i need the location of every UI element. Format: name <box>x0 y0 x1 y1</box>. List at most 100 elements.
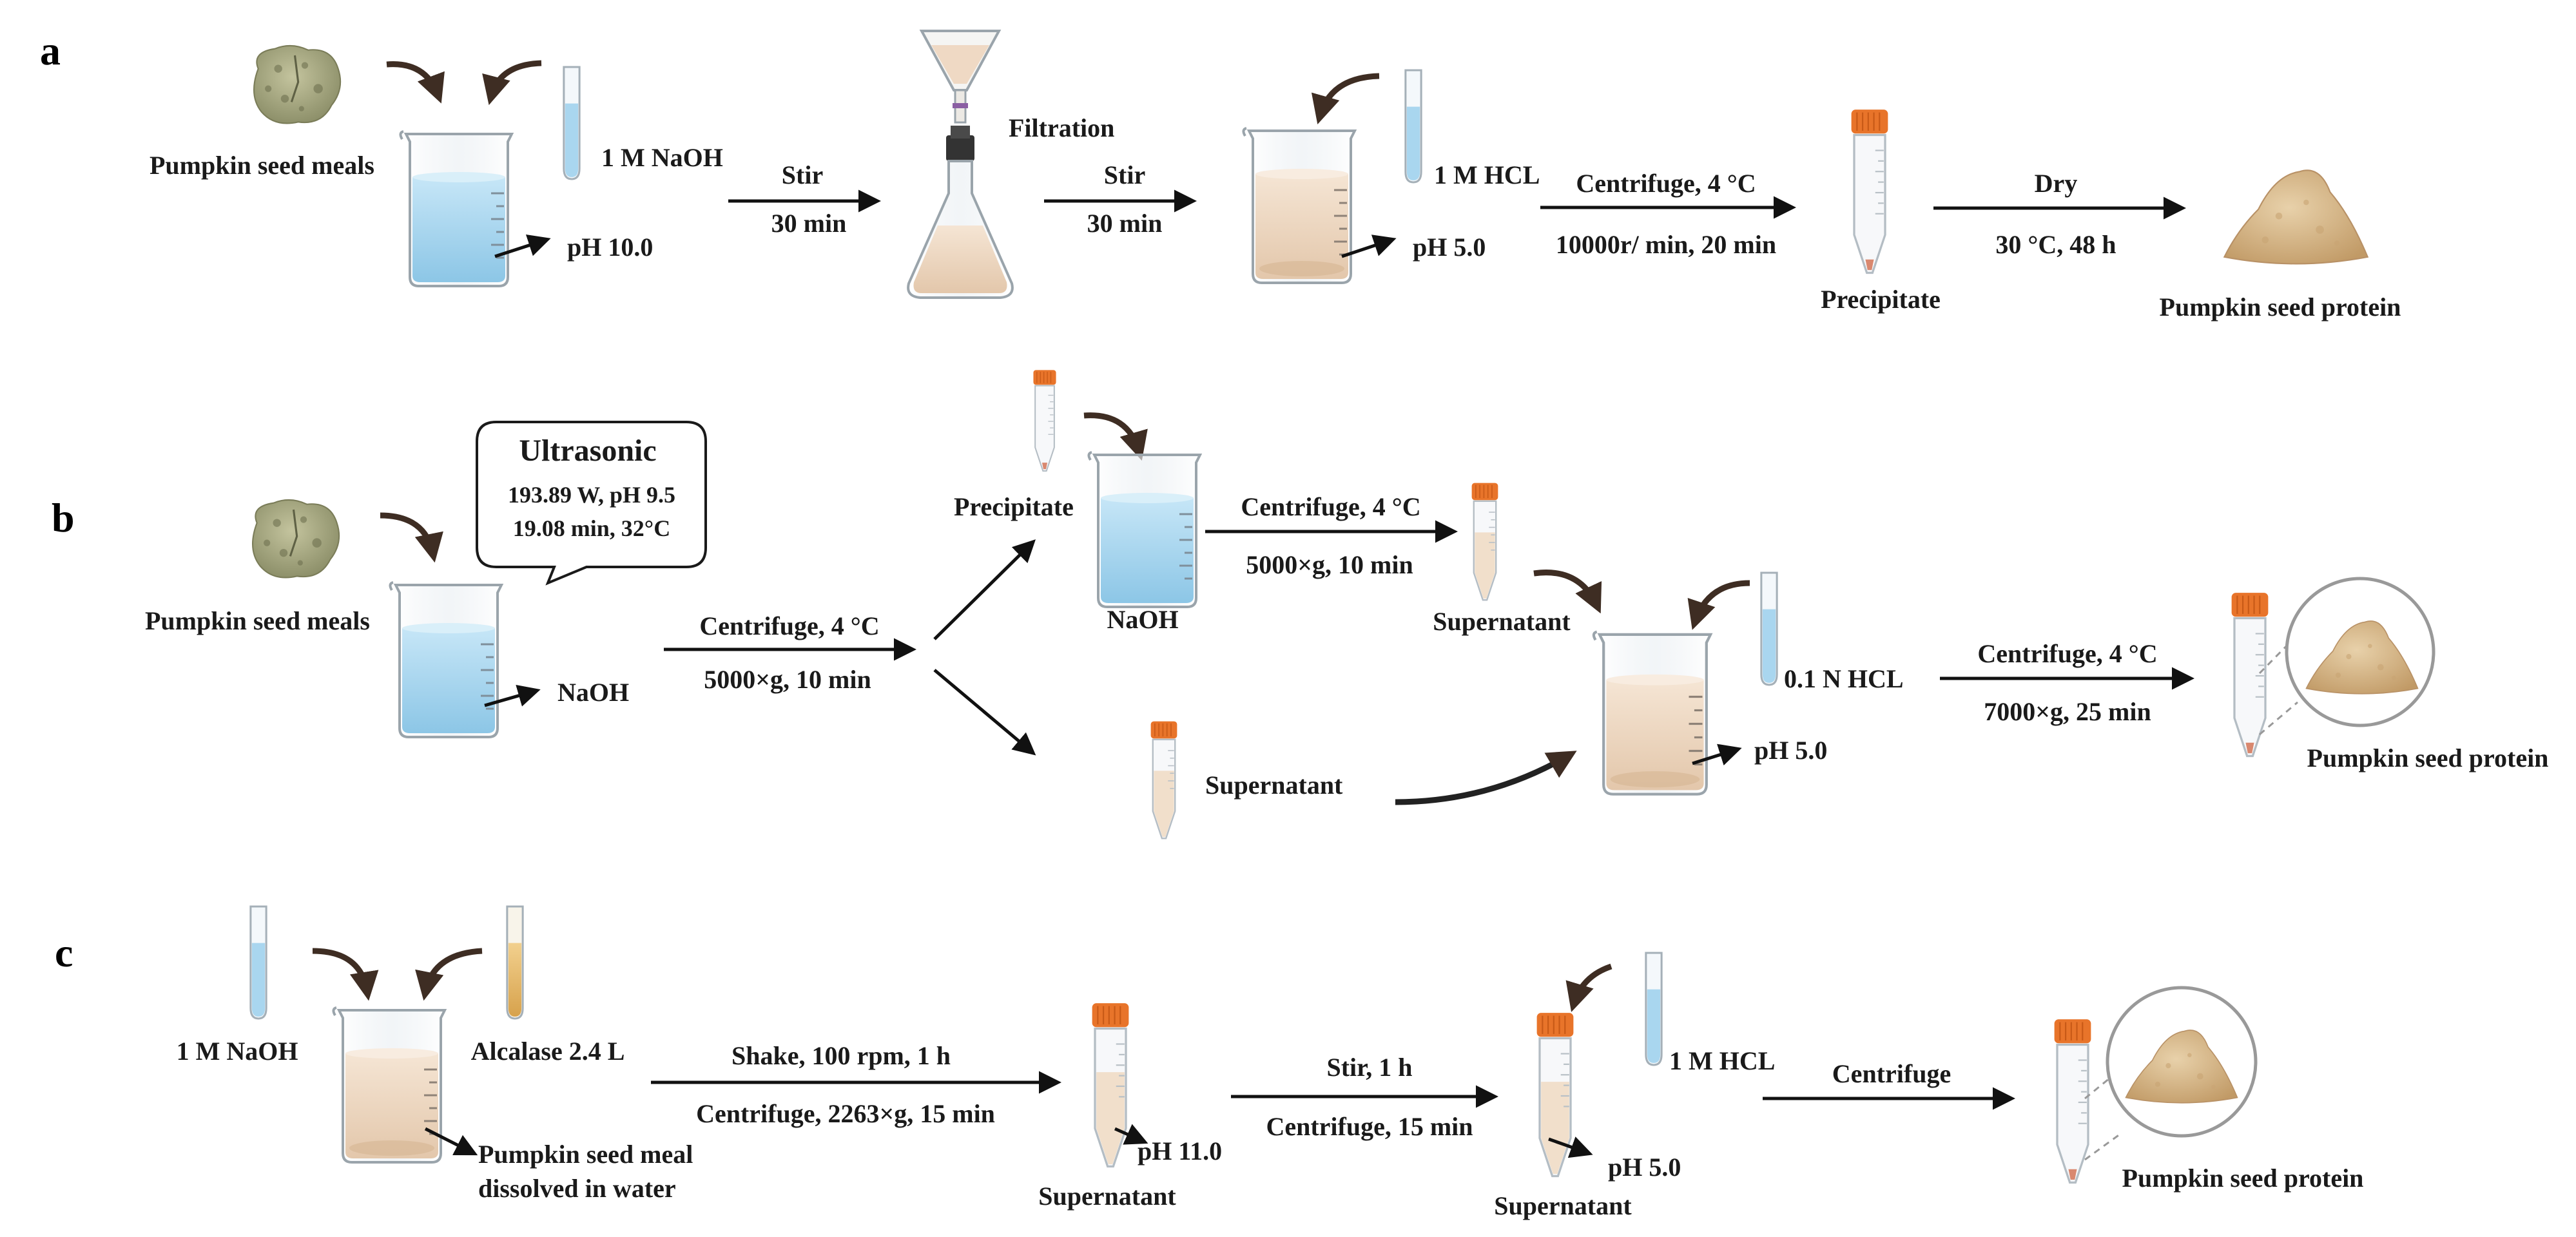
fraction-label: Supernatant <box>1038 1182 1176 1211</box>
step-condition: 7000×g, 25 min <box>1984 697 2151 726</box>
step-condition: 30 °C, 48 h <box>1995 230 2116 259</box>
step-label: Centrifuge <box>1832 1059 1951 1088</box>
curved-arrow-icon <box>1565 963 1612 1012</box>
filtration-flask-icon <box>907 30 1014 299</box>
test-tube-icon <box>506 905 524 1020</box>
panel-letter-a: a <box>40 28 61 73</box>
reagent-label: 0.1 N HCL <box>1784 664 1904 693</box>
curved-arrow-icon <box>1533 570 1602 614</box>
step-label: Stir <box>782 160 823 189</box>
sample-label: dissolved in water <box>478 1174 676 1203</box>
fraction-label: Supernatant <box>1205 771 1343 800</box>
pointer-arrow <box>1114 1124 1148 1145</box>
beaker-icon <box>333 1008 445 1162</box>
seed-meal-icon <box>251 499 340 579</box>
curved-arrow-icon <box>415 948 483 1001</box>
panel-b: b Pumpkin seed meals Ultrasonic 193.89 W… <box>52 369 2549 839</box>
curved-arrow-icon <box>1311 73 1380 124</box>
ph-label: pH 10.0 <box>567 233 653 262</box>
step-condition: 10000r/ min, 20 min <box>1556 230 1776 259</box>
test-tube-icon <box>249 905 267 1020</box>
curved-arrow-icon <box>312 948 379 1001</box>
step-label: Dry <box>2035 169 2078 198</box>
beaker-icon <box>1087 451 1201 608</box>
panel-c: c 1 M NaOH Alcalase 2.4 L Pumpkin seed m… <box>55 905 2364 1220</box>
zoom-guide <box>2258 633 2299 675</box>
beaker-icon <box>1243 128 1355 283</box>
pointer-arrow <box>1548 1136 1593 1158</box>
sample-label: Pumpkin seed meal <box>478 1140 693 1169</box>
branch-arrow <box>933 539 1036 640</box>
centrifuge-tube-icon <box>1150 720 1178 839</box>
step-label: Stir <box>1104 160 1145 189</box>
step-condition: 30 min <box>1087 209 1163 238</box>
test-tube-icon <box>1645 952 1663 1066</box>
fraction-label: Supernatant <box>1494 1191 1632 1220</box>
reagent-label: NaOH <box>557 678 629 707</box>
ultrasonic-callout: Ultrasonic 193.89 W, pH 9.5 19.08 min, 3… <box>476 421 707 586</box>
centrifuge-tube-icon <box>1032 369 1057 472</box>
seed-meal-icon <box>253 44 342 125</box>
curved-arrow-icon <box>482 60 542 106</box>
ph-label: pH 5.0 <box>1754 736 1827 765</box>
sample-label: Pumpkin seed meals <box>150 151 374 180</box>
step-label: Centrifuge, 4 °C <box>699 611 879 640</box>
pointer-arrow <box>494 235 551 258</box>
pointer-arrow <box>1692 743 1742 766</box>
curved-arrow-icon <box>1395 751 1577 805</box>
curved-arrow-icon <box>1687 580 1750 630</box>
test-tube-icon <box>1760 571 1778 686</box>
reagent-label: 1 M NaOH <box>177 1037 298 1066</box>
pointer-arrow <box>424 1127 478 1156</box>
step-label: Centrifuge, 4 °C <box>1576 169 1756 198</box>
protein-powder-icon <box>2223 169 2368 265</box>
curved-arrow-icon <box>380 512 443 563</box>
product-label: Pumpkin seed protein <box>2160 292 2401 321</box>
step-label: Stir, 1 h <box>1326 1053 1412 1082</box>
panel-letter-c: c <box>55 930 73 975</box>
reagent-label: 1 M HCL <box>1669 1046 1775 1075</box>
product-label: Precipitate <box>1821 285 1941 314</box>
callout-line: 19.08 min, 32°C <box>513 515 670 541</box>
step-condition: Centrifuge, 15 min <box>1266 1112 1473 1141</box>
ph-label: pH 5.0 <box>1413 233 1486 262</box>
pointer-arrow <box>484 684 541 707</box>
beaker-icon <box>1594 632 1710 794</box>
step-condition: 30 min <box>771 209 847 238</box>
sample-label: Pumpkin seed meals <box>145 606 370 635</box>
test-tube-icon <box>1404 69 1422 184</box>
panel-letter-b: b <box>52 495 75 541</box>
reagent-label: NaOH <box>1107 605 1178 634</box>
ph-label: pH 11.0 <box>1138 1136 1222 1165</box>
pointer-arrow <box>1341 235 1397 258</box>
curved-arrow-icon <box>1083 412 1148 461</box>
fraction-label: Supernatant <box>1433 607 1571 636</box>
callout-line: 193.89 W, pH 9.5 <box>508 482 675 508</box>
beaker-icon <box>399 130 513 287</box>
beaker-icon <box>389 581 503 738</box>
product-label: Pumpkin seed protein <box>2122 1164 2364 1193</box>
centrifuge-tube-icon <box>1850 108 1890 274</box>
panel-a: a 1 M NaOH Pumpkin seed meals pH 10.0 St… <box>40 28 2401 321</box>
reagent-label: 1 M HCL <box>1434 160 1540 189</box>
centrifuge-tube-icon <box>1535 1012 1575 1178</box>
ph-label: pH 5.0 <box>1608 1153 1681 1182</box>
step-condition: 5000×g, 10 min <box>704 665 871 694</box>
step-condition: 5000×g, 10 min <box>1246 550 1413 579</box>
curved-arrow-icon <box>386 61 445 104</box>
step-label: Filtration <box>1009 113 1114 142</box>
product-label: Pumpkin seed protein <box>2307 743 2549 772</box>
step-label: Centrifuge, 4 °C <box>1241 492 1420 521</box>
centrifuge-tube-icon <box>2053 1018 2093 1184</box>
centrifuge-tube-icon <box>1471 482 1499 601</box>
step-label: Shake, 100 rpm, 1 h <box>731 1041 951 1070</box>
branch-arrow <box>933 669 1036 756</box>
zoom-guide <box>2084 1133 2121 1161</box>
step-label: Centrifuge, 4 °C <box>1977 639 2157 668</box>
test-tube-icon <box>563 66 581 180</box>
centrifuge-tube-icon <box>1090 1002 1130 1168</box>
step-condition: Centrifuge, 2263×g, 15 min <box>696 1099 995 1128</box>
fraction-label: Precipitate <box>954 492 1074 521</box>
zoom-guide <box>2259 701 2298 736</box>
